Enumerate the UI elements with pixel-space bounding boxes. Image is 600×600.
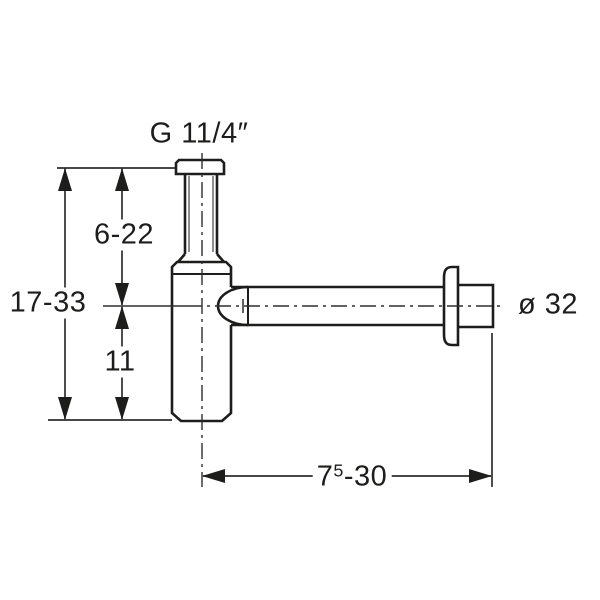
- projection-label-superscript: 5: [333, 460, 344, 481]
- extension-lines: [48, 167, 493, 487]
- trap-object: [170, 158, 495, 423]
- arrow-up-lower-height: [115, 306, 129, 329]
- projection-label: 75-30: [312, 460, 392, 493]
- inlet-nut: [174, 158, 226, 176]
- thread-size-label: G 11/4″: [145, 118, 253, 150]
- pipe-diameter-label: ø 32: [513, 289, 583, 321]
- arrow-down-upper-inlet: [115, 283, 129, 306]
- dimension-lines: [64, 168, 491, 477]
- inlet-tube-flare: [177, 253, 225, 263]
- outlet-joint-fill: [218, 287, 248, 325]
- lower-height-label: 11: [100, 346, 140, 378]
- total-height-label: 17-33: [5, 287, 91, 319]
- arrow-down-lower-height: [115, 397, 129, 420]
- projection-label-base: 7: [316, 460, 334, 493]
- outlet-pipe: [231, 285, 457, 327]
- arrow-right-projection: [469, 469, 492, 483]
- arrow-up-upper-inlet: [115, 168, 129, 191]
- arrow-down-total-height: [58, 397, 72, 420]
- upper-inlet-label: 6-22: [89, 219, 159, 251]
- dimension-arrowheads: [58, 168, 492, 483]
- centerlines: [103, 153, 505, 487]
- projection-label-rest: -30: [343, 460, 388, 493]
- trap-cup-outline: [170, 260, 233, 423]
- arrow-left-projection: [202, 469, 225, 483]
- arrow-up-total-height: [58, 168, 72, 191]
- inlet-tube: [183, 174, 219, 254]
- inlet-tube-inner-lines: [188, 176, 214, 252]
